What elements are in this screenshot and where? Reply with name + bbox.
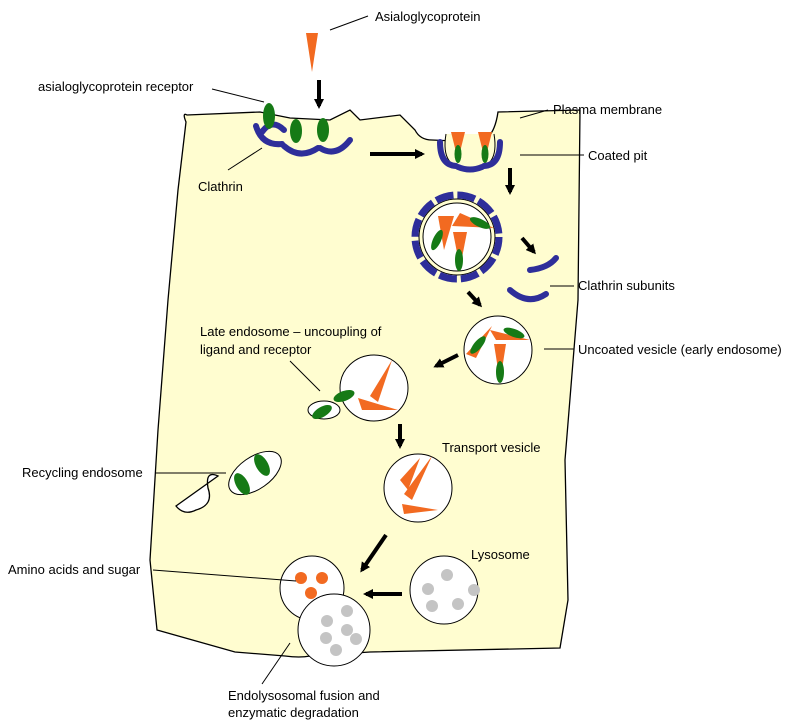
label-transport-vesicle: Transport vesicle <box>442 440 541 455</box>
recycling-endosome <box>228 450 282 496</box>
arrow-to-uncoated-vesicle <box>466 290 483 308</box>
clathrin-membrane-left <box>253 121 353 157</box>
arrow-to-clathrin-subunits <box>520 236 536 255</box>
label-asialoglycoprotein: Asialoglycoprotein <box>375 9 481 24</box>
label-lysosome: Lysosome <box>471 547 530 562</box>
ligand-free <box>306 33 318 72</box>
leader-amino-acids <box>152 569 297 582</box>
label-plasma-membrane: Plasma membrane <box>553 102 663 117</box>
late-endosome <box>307 354 409 422</box>
label-fusion-2: enzymatic degradation <box>228 705 359 720</box>
leader-late-endosome <box>289 360 321 392</box>
leader-clathrin <box>227 147 263 171</box>
label-fusion-1: Endolysosomal fusion and <box>228 688 380 703</box>
lysosome <box>409 555 480 625</box>
label-clathrin: Clathrin <box>198 179 243 194</box>
leader-ligand <box>329 15 369 31</box>
label-amino-acids: Amino acids and sugar <box>8 562 141 577</box>
label-uncoated-vesicle: Uncoated vesicle (early endosome) <box>578 342 782 357</box>
label-receptor: asialoglycoprotein receptor <box>38 79 194 94</box>
label-clathrin-subunits: Clathrin subunits <box>578 278 675 293</box>
label-recycling-endosome: Recycling endosome <box>22 465 143 480</box>
leader-fusion <box>261 642 291 685</box>
leader-receptor <box>211 88 265 103</box>
coated-pit <box>437 132 503 173</box>
clathrin-subunits <box>507 255 559 303</box>
label-late-endosome-1: Late endosome – uncoupling of <box>200 324 382 339</box>
coated-vesicle <box>411 191 503 283</box>
arrow-to-late-endosome <box>433 353 459 368</box>
leader-plasma-membrane <box>519 109 549 119</box>
transport-vesicle <box>383 453 453 523</box>
label-late-endosome-2: ligand and receptor <box>200 342 312 357</box>
arrow-transport-to-fusion <box>360 533 388 573</box>
uncoated-vesicle <box>463 315 533 385</box>
label-coated-pit: Coated pit <box>588 148 648 163</box>
endolysosome <box>279 555 371 667</box>
receptor-group-membrane <box>263 103 329 143</box>
